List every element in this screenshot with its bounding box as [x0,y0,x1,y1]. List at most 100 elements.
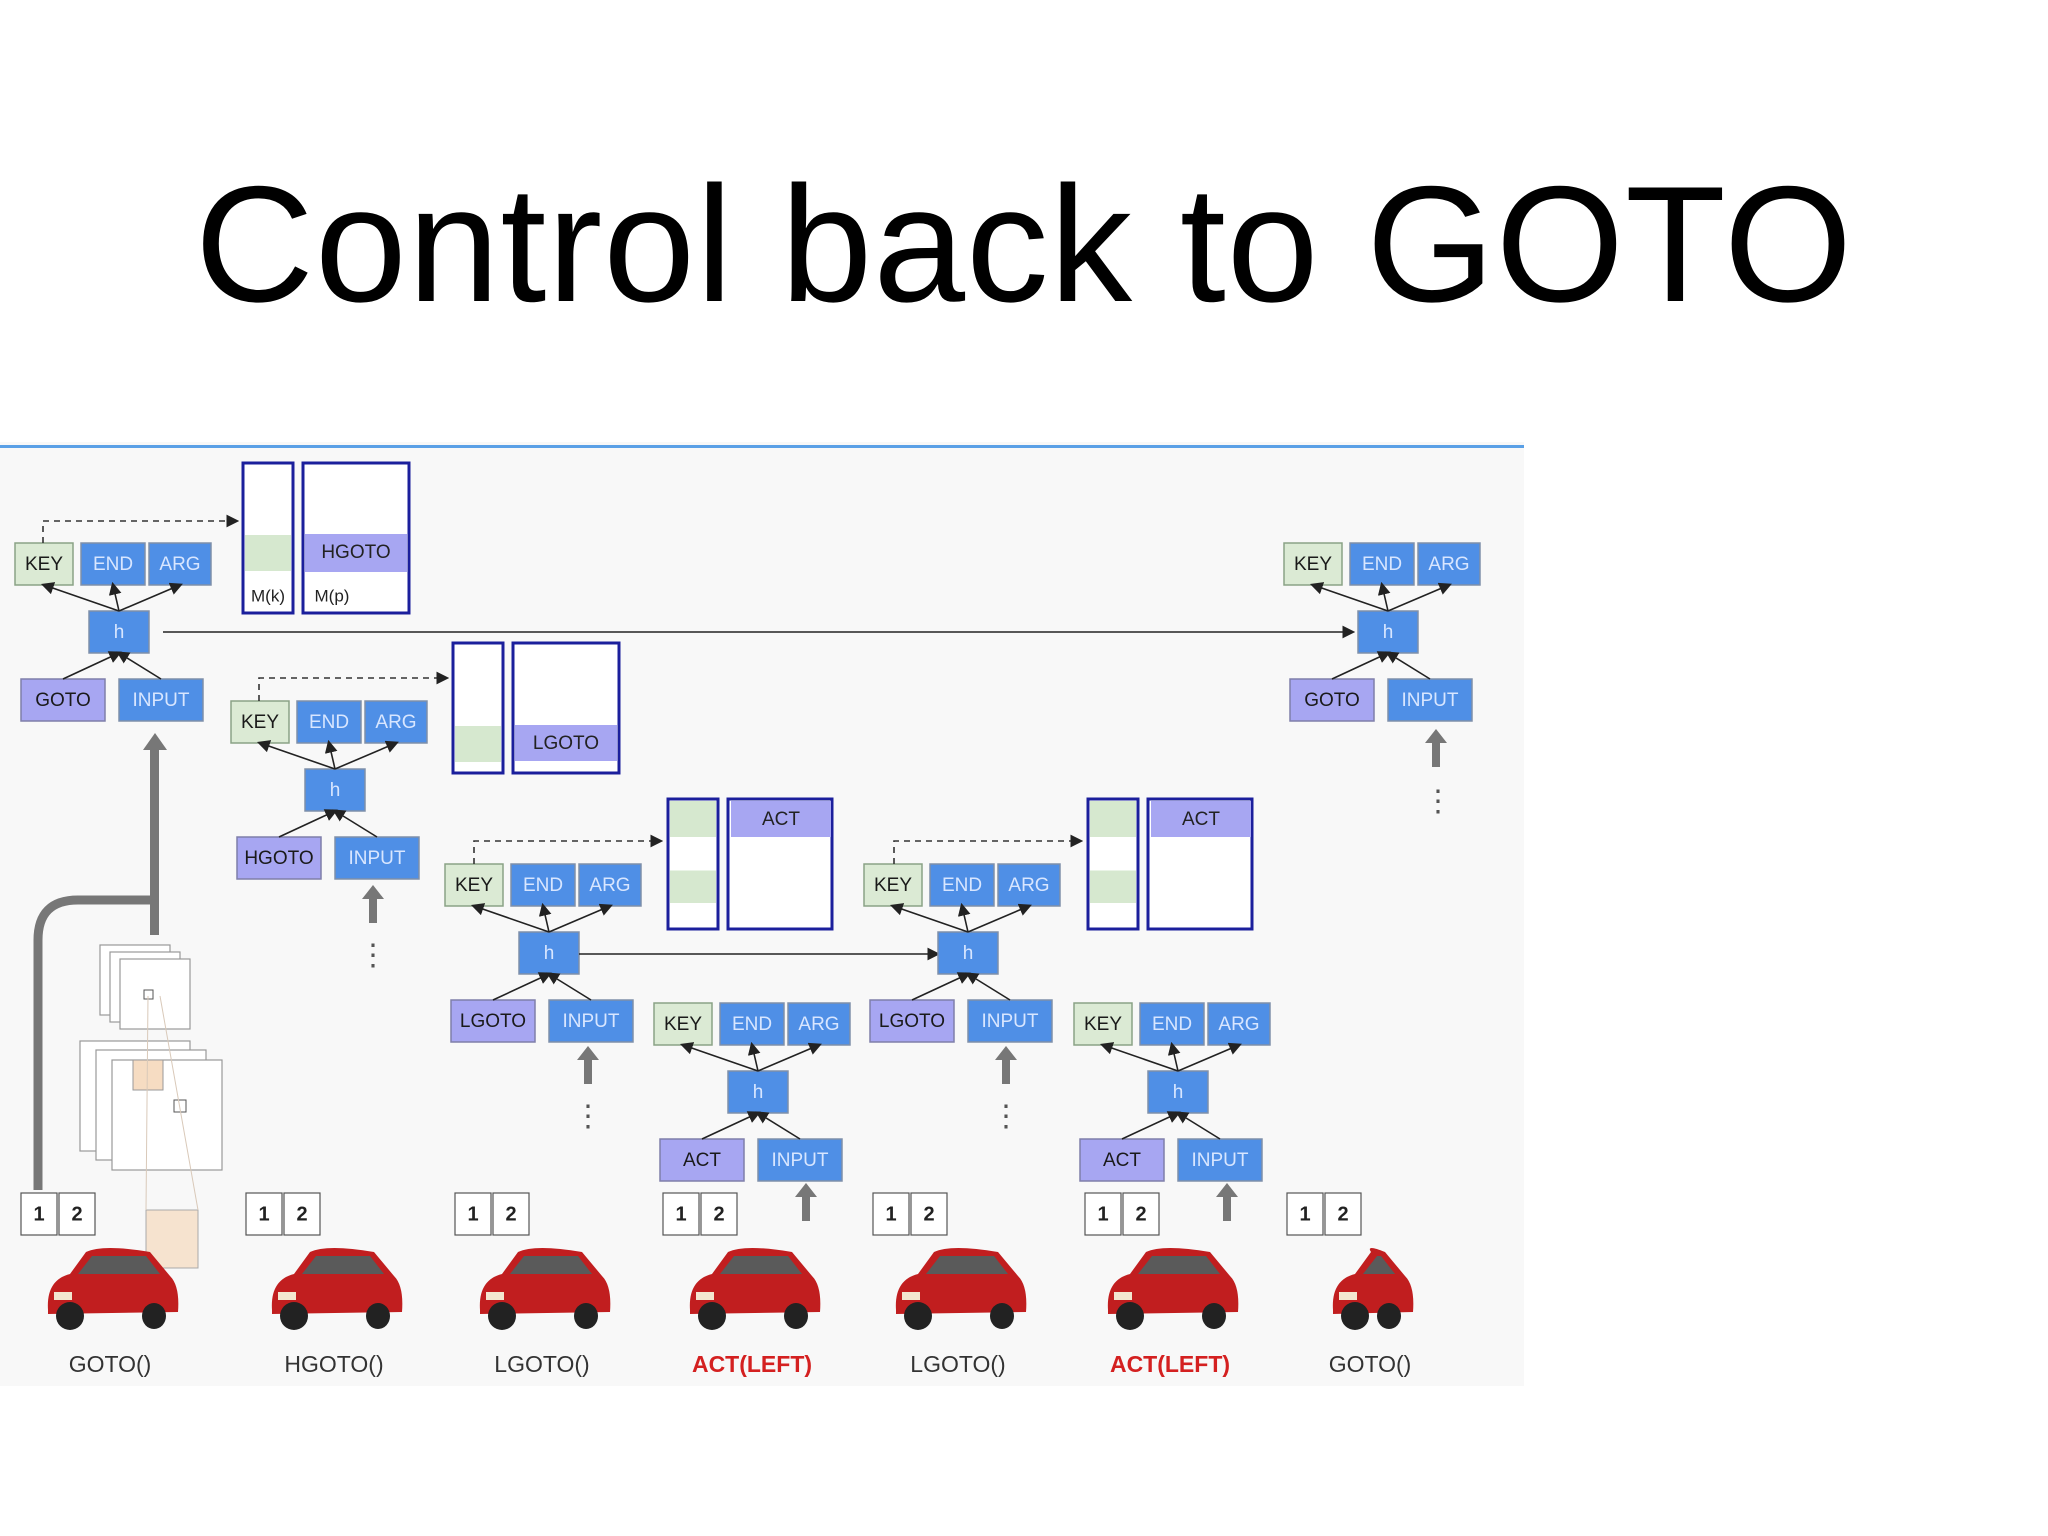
feature-map-large-patch [132,1059,164,1091]
feature-map-small-focus [143,989,154,1000]
step-1-car-wheel-rear [366,1303,390,1329]
step-2-caption: LGOTO() [494,1351,589,1377]
lgoto-right-fat-arrow-head [995,1046,1017,1060]
act-left-input-box [757,1138,843,1182]
lgoto-left-end-box [510,863,576,907]
lgoto-right-arrow-key [889,903,969,933]
step-3-car-window [720,1256,802,1274]
lgoto-left-arrow-prog [492,972,552,1001]
hgoto-arrow-input [332,809,378,838]
act-right-arg-box [1207,1002,1271,1046]
step-0-slot-1 [20,1192,58,1236]
lgoto-right-key-memory-row [1090,870,1136,903]
lgoto-right-arrow-input [965,972,1011,1001]
step-1-car-headlight [278,1292,296,1300]
lgoto-left-key-memory-row [670,801,716,837]
step-1-caption: HGOTO() [284,1351,383,1377]
act-right-arg-box-label: ARG [1218,1014,1259,1035]
step-4-slot-2 [910,1192,948,1236]
hgoto-arg-box-label: ARG [375,712,416,733]
step-5-caption: ACT(LEFT) [1110,1351,1230,1377]
hgoto-key-box-label: KEY [241,712,279,733]
hgoto-arg-box [364,700,428,744]
step-4-slot-1-label: 1 [885,1203,896,1225]
goto-right-prog-box [1289,678,1375,722]
act-right-end-box-label: END [1152,1014,1192,1035]
step-1-slot-1 [245,1192,283,1236]
lgoto-right-arrow-end [957,902,971,933]
act-right-input-box [1177,1138,1263,1182]
step-1-slot-2 [283,1192,321,1236]
step-2-car-image [479,1248,611,1330]
act-left-prog-box-label: ACT [683,1150,721,1171]
hgoto-arrow-end [324,739,338,770]
hgoto-fat-arrow-head [362,885,384,899]
lgoto-right-end-box-label: END [942,875,982,896]
step-0-car-window [78,1256,160,1274]
step-5-car-image [1107,1248,1239,1330]
goto-left-key-lookup [42,514,240,543]
goto-right-h-box [1357,610,1419,654]
lgoto-left-input-box-label: INPUT [563,1011,620,1032]
goto-right-arg-box [1417,542,1481,586]
lgoto-left-arrow-arg [548,903,613,933]
act-left-end-box [719,1002,785,1046]
hgoto-arrow-prog [278,809,338,838]
act-right-prog-box-label: ACT [1103,1150,1141,1171]
act-right-arrow-prog [1121,1111,1181,1140]
goto-right-h-box-label: h [1383,622,1394,643]
goto-key-memory-label: M(k) [251,586,285,605]
act-left-arg-box-label: ARG [798,1014,839,1035]
act-left-fat-arrow-head [795,1183,817,1197]
goto-left-arg-box [148,542,212,586]
act-right-fat-arrow-shaft [1223,1195,1231,1221]
lgoto-left-arrow-key [470,903,550,933]
step-6-slot-1-label: 1 [1299,1203,1310,1225]
lgoto-right-key-lookup [893,834,1084,864]
step-0-caption: GOTO() [69,1351,152,1377]
goto-right-fat-arrow-shaft [1432,741,1440,767]
act-left-end-box-label: END [732,1014,772,1035]
feature-map-small-3 [119,958,191,1030]
step-4-car-wheel-front [904,1302,932,1330]
act-left-arrow-input [755,1111,801,1140]
act-left-arrow-key [679,1042,759,1072]
step-3-slot-1 [662,1192,700,1236]
step-5-slot-2 [1122,1192,1160,1236]
goto-right-arg-box-label: ARG [1428,554,1469,575]
goto-left-key-box-label: KEY [25,554,63,575]
lgoto-left-prog-box [450,999,536,1043]
goto-right-arrow-arg [1387,582,1452,612]
hgoto-key-box [230,700,290,744]
goto-left-input-box-label: INPUT [133,690,190,711]
lgoto-right-dots: ⋮ [991,1100,1021,1133]
goto-left-prog-box [20,678,106,722]
step-0-slot-1-label: 1 [33,1203,44,1225]
lgoto-right-input-box [967,999,1053,1043]
hgoto-fat-arrow-shaft [369,897,377,923]
lgoto-left-input-box [548,999,634,1043]
hgoto-h-box-label: h [330,780,341,801]
step-3-slot-2-label: 2 [713,1203,724,1225]
goto-left-h-box-label: h [114,622,125,643]
step-6-car-wheel-rear [1377,1303,1401,1329]
lgoto-left-arrow-end [538,902,552,933]
hgoto-input-box-label: INPUT [349,848,406,869]
goto-left-arrow-key [40,582,120,612]
goto-right-input-box [1387,678,1473,722]
act-left-arrow-arg [757,1042,822,1072]
act-left-arrow-prog [701,1111,761,1140]
goto-input-pipe-vertical [150,745,159,935]
step-0-car-headlight [54,1292,72,1300]
act-right-input-box-label: INPUT [1192,1150,1249,1171]
hgoto-prog-memory-row [515,725,617,761]
lgoto-right-prog-box-label: LGOTO [879,1011,945,1032]
step-1-slot-1-label: 1 [258,1203,269,1225]
hgoto-input-box [334,836,420,880]
step-5-car-wheel-rear [1202,1303,1226,1329]
lgoto-left-key-memory-row [670,870,716,903]
step-2-car-headlight [486,1292,504,1300]
lgoto-right-arg-box [997,863,1061,907]
step-4-slot-2-label: 2 [923,1203,934,1225]
step-6-car-headlight [1339,1292,1357,1300]
